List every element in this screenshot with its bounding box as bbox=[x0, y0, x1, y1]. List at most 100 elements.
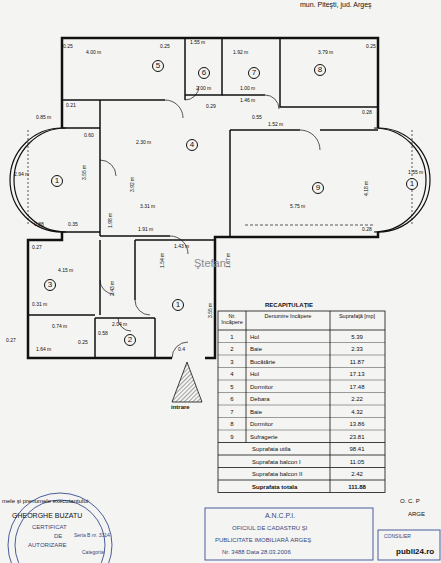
plan-stroke bbox=[62, 38, 378, 128]
dimension-label: 1.54 m bbox=[160, 253, 165, 268]
plan-stroke bbox=[218, 417, 385, 418]
dimension-label: 0.35 bbox=[68, 222, 78, 227]
dimension-label: 4.15 m bbox=[58, 268, 73, 273]
stamp-text: Seria B nr. 3314 bbox=[74, 533, 110, 538]
dimension-label: 0.28 bbox=[362, 110, 372, 115]
room-number: 5 bbox=[156, 62, 160, 70]
table-cell: 8 bbox=[230, 421, 233, 427]
plan-stroke bbox=[218, 311, 385, 493]
dimension-label: 2.30 m bbox=[136, 140, 151, 145]
stamp-text: O. C. P bbox=[400, 498, 420, 504]
dimension-label: 1.67 m bbox=[226, 253, 231, 268]
plan-stroke bbox=[10, 128, 430, 232]
plan-stroke bbox=[245, 225, 375, 226]
plan-stroke bbox=[230, 129, 300, 131]
dimension-label: 1.64 m bbox=[36, 347, 51, 352]
dimension-label: 3.92 m bbox=[130, 177, 135, 192]
plan-stroke bbox=[28, 86, 412, 358]
table-cell: 111.88 bbox=[348, 484, 366, 490]
table-cell: Dormitor bbox=[250, 421, 273, 427]
table-cell: Bucătărie bbox=[250, 359, 275, 365]
table-cell: 4.32 bbox=[351, 409, 363, 415]
plan-stroke bbox=[205, 232, 378, 358]
dimension-label: 1.55 m bbox=[408, 170, 423, 175]
table-cell: 5.39 bbox=[351, 334, 363, 340]
plan-stroke bbox=[218, 442, 385, 443]
dimension-label: 0.27 bbox=[32, 245, 42, 250]
room-number: 4 bbox=[190, 141, 194, 149]
plan-stroke bbox=[265, 95, 279, 109]
dimension-label: 0.88 bbox=[34, 222, 44, 227]
stamp-text: AUTORIZARE bbox=[28, 542, 67, 548]
room-number: 1 bbox=[55, 177, 59, 185]
table-cell: Hol bbox=[250, 371, 259, 377]
dimension-label: 0.25 bbox=[160, 44, 170, 49]
room-number: 1 bbox=[176, 301, 180, 309]
plan-stroke bbox=[172, 342, 188, 358]
table-cell: RECAPITULAŢIE bbox=[265, 302, 313, 308]
plan-stroke bbox=[100, 235, 170, 237]
plan-stroke bbox=[218, 355, 385, 356]
plan-stroke bbox=[99, 240, 101, 315]
table-cell: 2.22 bbox=[351, 396, 363, 402]
plan-stroke bbox=[135, 300, 150, 315]
room-number: 9 bbox=[316, 184, 320, 192]
room-number-circle: 5 bbox=[152, 60, 164, 72]
dimension-label: 5.75 m bbox=[290, 204, 305, 209]
plan-stroke bbox=[218, 480, 385, 481]
plan-stroke bbox=[14, 128, 66, 232]
table-cell: 7 bbox=[230, 409, 233, 415]
table-cell: Dormitor bbox=[250, 384, 273, 390]
table-cell: Suprafaţă [mp] bbox=[331, 314, 383, 320]
table-cell: Denumire încăpere bbox=[248, 314, 328, 320]
stamp-text: Nr. 3488 Data 28.03.2006 bbox=[222, 549, 291, 555]
plan-stroke bbox=[28, 232, 172, 358]
stamp-text: PUBLICITATE IMOBILIARĂ ARGEŞ bbox=[215, 537, 311, 543]
dimension-label: 0.60 bbox=[84, 133, 94, 138]
room-number-circle: 7 bbox=[248, 67, 260, 79]
dimension-label: 0.55 bbox=[252, 115, 262, 120]
plan-stroke bbox=[330, 311, 331, 493]
dimension-label: 0.28 bbox=[362, 227, 372, 232]
dimension-label: 1.92 m bbox=[233, 50, 248, 55]
plan-stroke bbox=[218, 342, 385, 343]
table-cell: 11.87 bbox=[350, 359, 365, 365]
room-number-circle: 4 bbox=[186, 139, 198, 151]
dimension-label: 0.25 bbox=[366, 44, 376, 49]
plan-stroke bbox=[62, 99, 165, 101]
dimension-label: 2.00 m bbox=[196, 86, 211, 91]
table-cell: Debara bbox=[250, 396, 270, 402]
plan-stroke bbox=[280, 38, 378, 107]
plan-stroke bbox=[218, 343, 385, 431]
plan-stroke bbox=[99, 100, 101, 236]
plan-stroke bbox=[218, 392, 385, 393]
room-number: 8 bbox=[318, 66, 322, 74]
stamp-text: DE bbox=[54, 533, 62, 539]
dimension-label: 0.58 bbox=[98, 331, 108, 336]
room-number-circle: 9 bbox=[312, 182, 324, 194]
room-number: 1 bbox=[410, 180, 414, 188]
dimension-label: 4.18 m bbox=[364, 181, 369, 196]
plan-stroke bbox=[222, 94, 265, 96]
plan-stroke bbox=[134, 240, 136, 300]
room-number: 6 bbox=[202, 69, 206, 77]
dimension-label: Ştefan bbox=[194, 258, 226, 269]
plan-stroke bbox=[378, 128, 430, 232]
dimension-label: 0.74 m bbox=[52, 324, 67, 329]
plan-stroke bbox=[94, 318, 96, 358]
room-number-circle: 1 bbox=[51, 175, 63, 187]
dimension-label: 4.00 m bbox=[86, 50, 101, 55]
plan-stroke bbox=[15, 500, 105, 563]
plan-stroke bbox=[95, 317, 155, 319]
stamp-text: CONSILIER bbox=[384, 534, 411, 539]
plan-stroke bbox=[218, 455, 385, 456]
stamp-text: A.N.C.P.I. bbox=[265, 512, 295, 519]
dimension-label: 0.21 bbox=[66, 103, 76, 108]
dimension-label: intrare bbox=[171, 404, 190, 410]
plan-stroke bbox=[320, 129, 378, 131]
table-cell: 11.05 bbox=[350, 459, 365, 465]
table-cell: 3 bbox=[230, 359, 233, 365]
stamp-text: Categoria bbox=[82, 550, 104, 555]
plan-stroke bbox=[218, 311, 385, 493]
table-cell: 1 bbox=[230, 334, 233, 340]
